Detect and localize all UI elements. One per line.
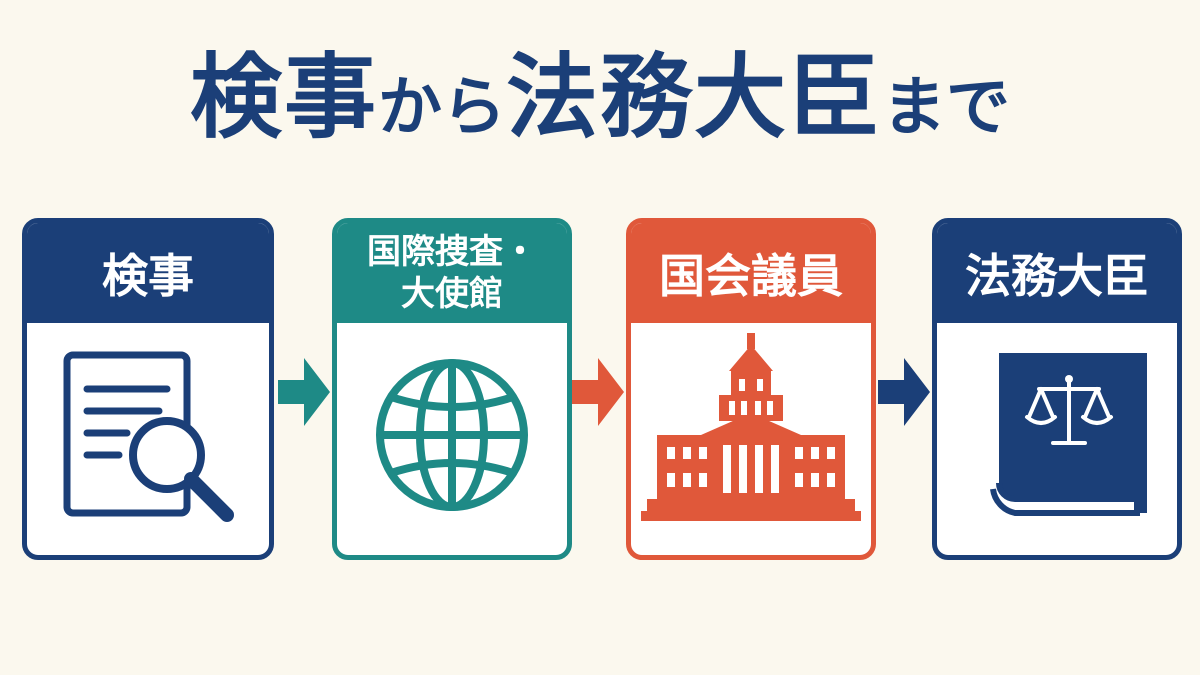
step-header-international: 国際捜査・ 大使館 — [337, 223, 567, 323]
globe-icon — [376, 359, 528, 511]
step-label-justice-minister: 法務大臣 — [965, 249, 1149, 303]
law-book-icon — [990, 353, 1147, 516]
step-label-diet-member: 国会議員 — [659, 249, 843, 303]
title-part-from: から — [378, 71, 506, 145]
step-card-diet-member: 国会議員 — [626, 218, 876, 560]
title-part-until: まで — [882, 71, 1011, 145]
step-header-prosecutor: 検事 — [27, 223, 269, 323]
step-header-justice-minister: 法務大臣 — [937, 223, 1177, 323]
step-body-international — [337, 323, 567, 555]
step-header-diet-member: 国会議員 — [631, 223, 871, 323]
step-label-prosecutor: 検事 — [102, 249, 194, 303]
step-card-prosecutor: 検事 — [22, 218, 274, 560]
diet-building-icon — [641, 333, 861, 521]
diagram-title: 検事から法務大臣まで — [0, 52, 1200, 144]
step-body-prosecutor — [27, 323, 269, 555]
title-part-prosecutor: 検事 — [189, 44, 378, 151]
arrow-right-icon — [878, 358, 930, 426]
arrow-right-icon — [278, 358, 330, 426]
step-body-diet-member — [631, 323, 871, 555]
step-body-justice-minister — [937, 323, 1177, 555]
step-card-international: 国際捜査・ 大使館 — [332, 218, 572, 560]
document-search-icon — [63, 351, 234, 522]
step-card-justice-minister: 法務大臣 — [932, 218, 1182, 560]
step-label-international-line2: 大使館 — [401, 274, 503, 314]
arrow-right-icon — [572, 358, 624, 426]
title-part-minister: 法務大臣 — [506, 44, 883, 151]
step-label-international-line1: 国際捜査・ — [367, 232, 537, 272]
